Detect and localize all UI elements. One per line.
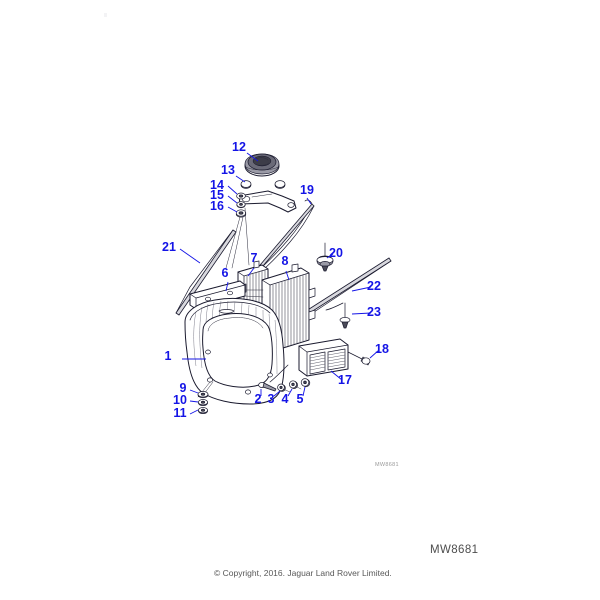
callout-number-23: 23: [367, 305, 381, 319]
part-17-air-intake-grille: [298, 338, 349, 377]
callout-number-9: 9: [180, 381, 187, 395]
callout-number-2: 2: [255, 392, 262, 406]
part-10-spring-washer: [198, 399, 208, 407]
callout-number-11: 11: [173, 406, 186, 420]
part-11-nut: [198, 407, 208, 415]
callout-number-13: 13: [221, 163, 235, 177]
callout-number-14: 14: [210, 178, 224, 192]
callout-number-8: 8: [282, 254, 289, 268]
part-16-grommet: [235, 209, 247, 218]
part-2-bolt: [258, 382, 277, 392]
diagram-part-number: MW8681: [430, 544, 478, 556]
part-12-filler-cap: [244, 153, 280, 177]
part-4-spring-washer: [289, 380, 302, 390]
callout-number-7: 7: [251, 251, 258, 265]
callout-number-10: 10: [173, 393, 187, 407]
part-20-mounting-grommet: [316, 242, 334, 272]
part-23-mounting-screw: [339, 302, 351, 329]
callout-number-4: 4: [282, 392, 289, 406]
copyright-notice: © Copyright, 2016. Jaguar Land Rover Lim…: [214, 568, 392, 578]
callout-number-3: 3: [268, 392, 275, 406]
callout-number-17: 17: [338, 373, 352, 387]
callout-number-18: 18: [375, 342, 389, 356]
part-1-radiator-grille-shell: [184, 297, 285, 405]
part-5-nut: [300, 378, 311, 388]
part-6-mounting-bracket-strip: [189, 280, 264, 310]
callout-number-12: 12: [232, 140, 246, 154]
leader-lines: [179, 152, 380, 415]
part-3-washer: [277, 383, 291, 393]
part-15-washer: [236, 201, 246, 209]
diagram-watermark: MW8681: [375, 462, 399, 468]
part-14-screw: [236, 192, 246, 200]
callout-number-15: 15: [210, 188, 224, 202]
callout-number-20: 20: [329, 246, 343, 260]
scan-artifact: [104, 13, 107, 17]
callout-number-6: 6: [222, 266, 229, 280]
callout-number-1: 1: [165, 349, 172, 363]
callout-number-5: 5: [297, 392, 304, 406]
part-9-washer: [197, 391, 209, 399]
part-13-rubber-pad: [240, 180, 286, 189]
callout-number-21: 21: [162, 240, 176, 254]
callout-number-19: 19: [300, 183, 314, 197]
part-18-screw: [347, 351, 371, 366]
callout-number-22: 22: [367, 279, 381, 293]
callout-number-16: 16: [210, 199, 224, 213]
